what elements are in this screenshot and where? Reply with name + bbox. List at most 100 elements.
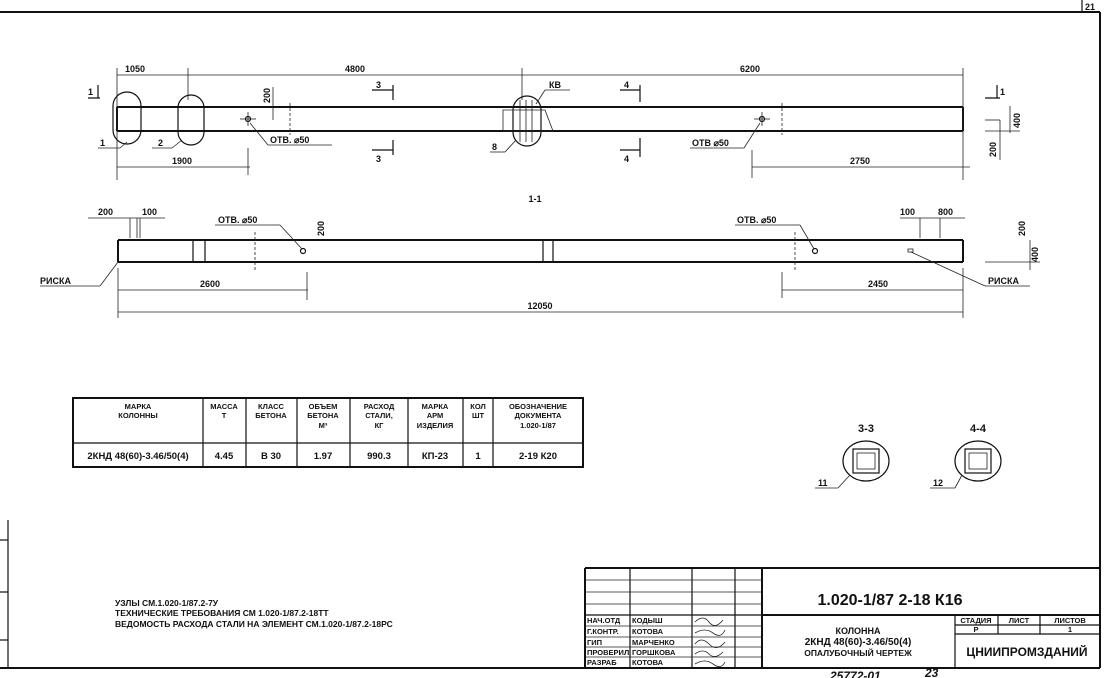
- dim-4800: 4800: [345, 64, 365, 74]
- hole-label: ОТВ. ⌀50: [270, 135, 309, 145]
- element-name: КОЛОННА: [835, 626, 881, 636]
- dim-2750: 2750: [850, 156, 870, 166]
- role-label: Г.КОНТР.: [587, 627, 619, 636]
- header-cell: ДОКУМЕНТА: [515, 411, 562, 420]
- header-cell: МАРКА: [422, 402, 449, 411]
- person-name: КОДЫШ: [632, 616, 663, 625]
- spec-table: [72, 397, 584, 468]
- section-mark-4: 4: [624, 80, 629, 90]
- section-mark-3: 3: [376, 80, 381, 90]
- cell-quantity: 1: [475, 451, 481, 462]
- element-mark: 2КНД 48(60)-3.46/50(4): [805, 637, 912, 648]
- dim-100: 100: [900, 207, 915, 217]
- cell-column-mark: 2КНД 48(60)-3.46/50(4): [87, 451, 188, 462]
- section-title: 3-3: [858, 423, 874, 435]
- cell-concrete-volume: 1.97: [314, 451, 333, 462]
- sheets-label: ЛИСТОВ: [1054, 616, 1086, 625]
- cell-concrete-class: В 30: [261, 451, 281, 462]
- person-name: КОТОВА: [632, 627, 664, 636]
- cell-mass: 4.45: [215, 451, 234, 462]
- header-cell: РАСХОД: [364, 402, 395, 411]
- section-mark-1: 1: [1000, 87, 1005, 97]
- spec-table-header: МАРКА КОЛОННЫ МАССА Т КЛАСС БЕТОНА ОБЪЕМ…: [118, 402, 567, 430]
- node-1-callout: [112, 91, 142, 145]
- notes: УЗЛЫ СМ.1.020-1/87.2-7У ТЕХНИЧЕСКИЕ ТРЕБ…: [115, 598, 393, 629]
- header-cell: БЕТОНА: [255, 411, 287, 420]
- dim-1900: 1900: [172, 156, 192, 166]
- hole-marker: [240, 112, 256, 126]
- callout-kb: КВ: [549, 80, 561, 90]
- section-mark-3: 3: [376, 154, 381, 164]
- callout-8: 8: [492, 142, 497, 152]
- section-title: 4-4: [970, 423, 987, 435]
- section-mark-4: 4: [624, 154, 629, 164]
- header-cell: МАРКА: [125, 402, 152, 411]
- cross-section-4-4: 4-4 12: [930, 423, 1002, 489]
- section-title-1-1: 1-1: [528, 194, 541, 204]
- dim-2450: 2450: [868, 279, 888, 289]
- hole-label: ОТВ. ⌀50: [218, 215, 257, 225]
- dim-2600: 2600: [200, 279, 220, 289]
- plan-view: [88, 68, 1020, 180]
- signatures: [694, 617, 726, 667]
- header-cell: КГ: [375, 421, 385, 430]
- section-1-1-view: [40, 217, 1040, 318]
- archive-number: 25772-01: [829, 669, 881, 678]
- organization: ЦНИИПРОМЗДАНИЙ: [966, 644, 1087, 659]
- section-mark-1: 1: [88, 87, 93, 97]
- person-name: ГОРШКОВА: [632, 648, 676, 657]
- node-2-callout: [177, 94, 205, 146]
- callout-2: 2: [158, 138, 163, 148]
- riska-label: РИСКА: [988, 276, 1019, 286]
- dim-200: 200: [262, 88, 272, 103]
- stage-label: СТАДИЯ: [960, 616, 991, 625]
- header-cell: ОБЪЕМ: [309, 402, 338, 411]
- header-cell: Т: [222, 411, 227, 420]
- page-number: 21: [1085, 2, 1095, 12]
- doc-code: 1.020-1/87 2-18 К16: [818, 592, 963, 609]
- dim-200: 200: [1017, 221, 1027, 236]
- callout-11: 11: [818, 478, 828, 488]
- header-cell: АРМ: [427, 411, 444, 420]
- role-label: ПРОВЕРИЛ: [587, 648, 629, 657]
- dim-400: 400: [1012, 113, 1022, 128]
- header-cell: КЛАСС: [258, 402, 284, 411]
- dim-200: 200: [98, 207, 113, 217]
- dim-800: 800: [938, 207, 953, 217]
- hole-marker: [754, 112, 770, 126]
- header-cell: ИЗДЕЛИЯ: [417, 421, 453, 430]
- header-cell: СТАЛИ,: [365, 411, 393, 420]
- header-cell: КОЛОННЫ: [118, 411, 158, 420]
- header-cell: ОБОЗНАЧЕНИЕ: [509, 402, 567, 411]
- title-block: [584, 567, 1100, 668]
- sheets-value: 1: [1068, 625, 1072, 634]
- note-line: УЗЛЫ СМ.1.020-1/87.2-7У: [115, 598, 219, 608]
- note-line: ТЕХНИЧЕСКИЕ ТРЕБОВАНИЯ СМ 1.020-1/87.2-1…: [115, 608, 329, 618]
- cross-section-3-3: 3-3 11: [815, 423, 890, 489]
- person-name: МАРЧЕНКО: [632, 638, 675, 647]
- archive-sheet: 23: [924, 666, 939, 678]
- dim-100: 100: [142, 207, 157, 217]
- dim-200: 200: [988, 142, 998, 157]
- cell-document: 2-19 К20: [519, 451, 557, 462]
- cell-rebar-mark: КП-23: [422, 451, 448, 462]
- hole-label: ОТВ ⌀50: [692, 138, 729, 148]
- drawing-type: ОПАЛУБОЧНЫЙ ЧЕРТЕЖ: [804, 647, 912, 658]
- role-label: РАЗРАБ: [587, 658, 617, 667]
- riska-label: РИСКА: [40, 276, 71, 286]
- header-cell: МАССА: [210, 402, 238, 411]
- node-8-callout: [512, 95, 542, 147]
- person-name: КОТОВА: [632, 658, 664, 667]
- title-block-roles: НАЧ.ОТД КОДЫШ Г.КОНТР. КОТОВА ГИП МАРЧЕН…: [587, 616, 676, 667]
- callout-1: 1: [100, 138, 105, 148]
- role-label: НАЧ.ОТД: [587, 616, 621, 625]
- dim-6200: 6200: [740, 64, 760, 74]
- cell-steel: 990.3: [367, 451, 391, 462]
- header-cell: БЕТОНА: [307, 411, 339, 420]
- dim-200: 200: [316, 221, 326, 236]
- sheet-label: ЛИСТ: [1009, 616, 1030, 625]
- table-row: 2КНД 48(60)-3.46/50(4) 4.45 В 30 1.97 99…: [87, 451, 557, 462]
- dim-1050: 1050: [125, 64, 145, 74]
